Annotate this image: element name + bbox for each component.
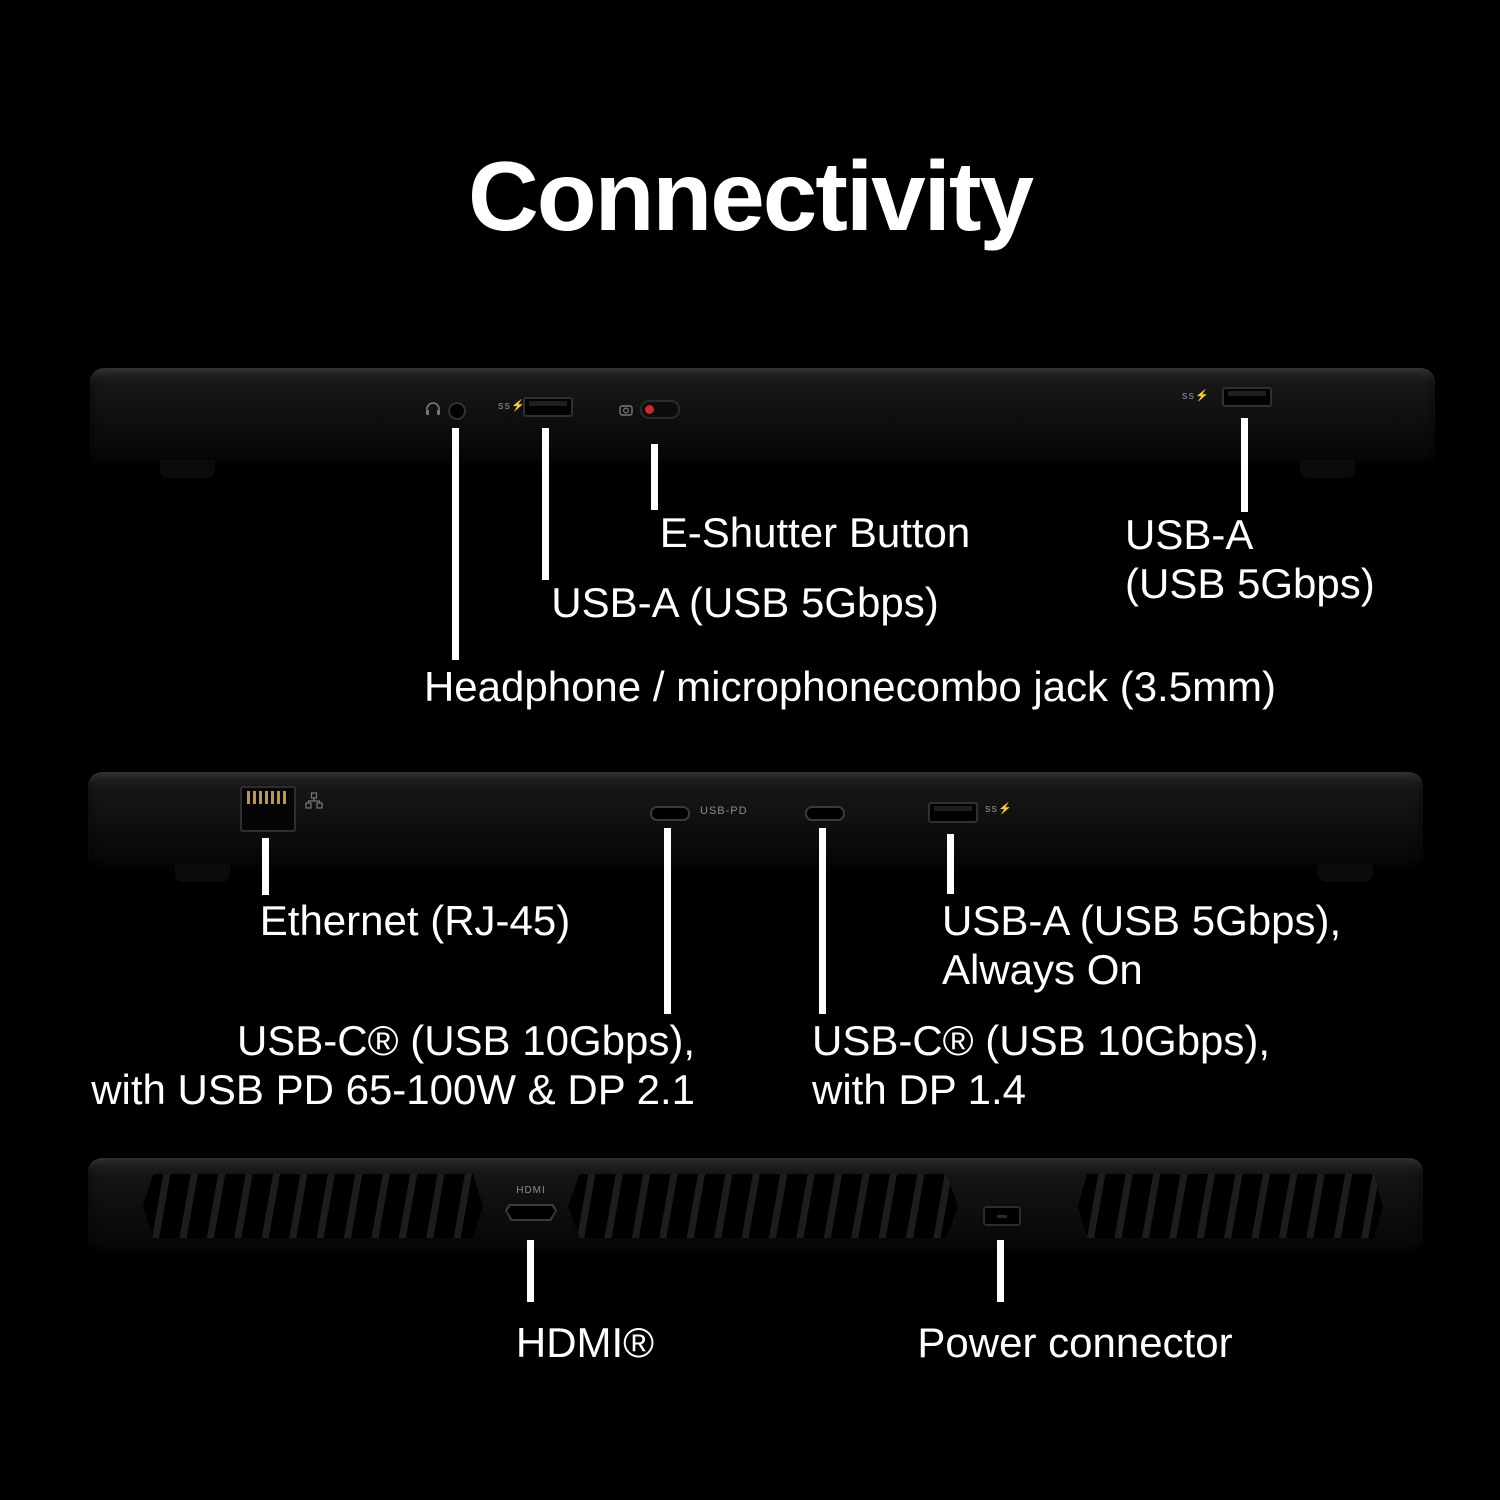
laptop-left-side-image: USB-PD ss⚡ <box>88 772 1423 882</box>
label-e-shutter: E-Shutter Button <box>659 509 971 556</box>
callout-line-power <box>997 1240 1004 1302</box>
laptop-foot <box>1300 460 1355 478</box>
callout-line-ethernet <box>262 838 269 895</box>
camera-shutter-icon <box>619 405 633 416</box>
label-line: USB-A (USB 5Gbps), <box>942 897 1342 944</box>
laptop-lid-edge <box>103 368 1422 378</box>
laptop-body <box>90 368 1435 468</box>
label-usb-a-front: USB-A (USB 5Gbps) <box>551 579 939 626</box>
usb-c-port-dp <box>805 806 845 821</box>
ethernet-pins <box>247 791 289 804</box>
callout-line-usb-c-dp <box>819 828 826 1014</box>
hdmi-port <box>505 1204 557 1221</box>
usb-superspeed-mark: ss⚡ <box>985 803 1013 815</box>
laptop-foot <box>175 864 230 882</box>
laptop-foot <box>160 460 215 478</box>
usb-c-port-pd <box>650 806 690 821</box>
hdmi-port-inner <box>507 1206 555 1219</box>
laptop-lid-edge <box>101 772 1410 782</box>
label-line: USB-C® (USB 10Gbps), <box>812 1017 1271 1064</box>
laptop-foot <box>1318 864 1373 882</box>
usb-pd-mark: USB-PD <box>700 805 748 817</box>
callout-line-usb-a-always <box>947 834 954 894</box>
label-hdmi: HDMI® <box>515 1319 655 1366</box>
ethernet-port <box>240 786 296 832</box>
usb-superspeed-mark: ss⚡ <box>1182 390 1210 402</box>
callout-line-e-shutter <box>651 444 658 510</box>
laptop-right-side-image: ss⚡ ss⚡ <box>90 368 1435 478</box>
callout-line-usb-a-front <box>542 428 549 580</box>
label-line: USB-C® (USB 10Gbps), <box>236 1017 695 1064</box>
label-ethernet: Ethernet (RJ-45) <box>259 897 571 944</box>
label-line: (USB 5Gbps) <box>1125 560 1375 607</box>
callout-line-hdmi <box>527 1240 534 1302</box>
e-shutter-switch <box>640 400 680 419</box>
network-icon <box>305 792 323 809</box>
callout-line-headphone <box>452 428 459 660</box>
label-usb-c-pd: USB-C® (USB 10Gbps), with USB PD 65-100W… <box>35 1016 695 1114</box>
page-title: Connectivity <box>467 141 1034 251</box>
label-headphone: Headphone / microphonecombo jack (3.5mm) <box>423 663 1277 710</box>
label-usb-a-always: USB-A (USB 5Gbps), Always On <box>942 896 1412 994</box>
hdmi-mark: HDMI <box>516 1185 546 1196</box>
laptop-rear-image: HDMI <box>88 1158 1423 1256</box>
callout-line-usb-a-rear <box>1241 418 1248 512</box>
headset-icon <box>426 402 440 415</box>
label-usb-c-dp: USB-C® (USB 10Gbps), with DP 1.4 <box>812 1016 1332 1114</box>
vent-grille <box>568 1174 958 1238</box>
label-line: USB-A <box>1125 511 1254 558</box>
callout-line-usb-c-pd <box>664 828 671 1014</box>
e-shutter-red-dot <box>645 405 654 414</box>
vent-grille <box>1078 1174 1383 1238</box>
label-line: with DP 1.4 <box>812 1066 1026 1113</box>
vent-grille <box>143 1174 483 1238</box>
usb-a-port-always-on <box>928 802 978 823</box>
label-usb-a-rear: USB-A (USB 5Gbps) <box>1125 510 1465 608</box>
label-line: Always On <box>942 946 1143 993</box>
usb-a-port <box>1222 387 1272 407</box>
label-power: Power connector <box>917 1319 1233 1366</box>
headphone-jack-port <box>448 402 466 420</box>
usb-a-port <box>523 397 573 417</box>
power-connector-port <box>983 1206 1021 1226</box>
label-line: with USB PD 65-100W & DP 2.1 <box>91 1066 695 1113</box>
usb-superspeed-mark: ss⚡ <box>498 400 526 412</box>
